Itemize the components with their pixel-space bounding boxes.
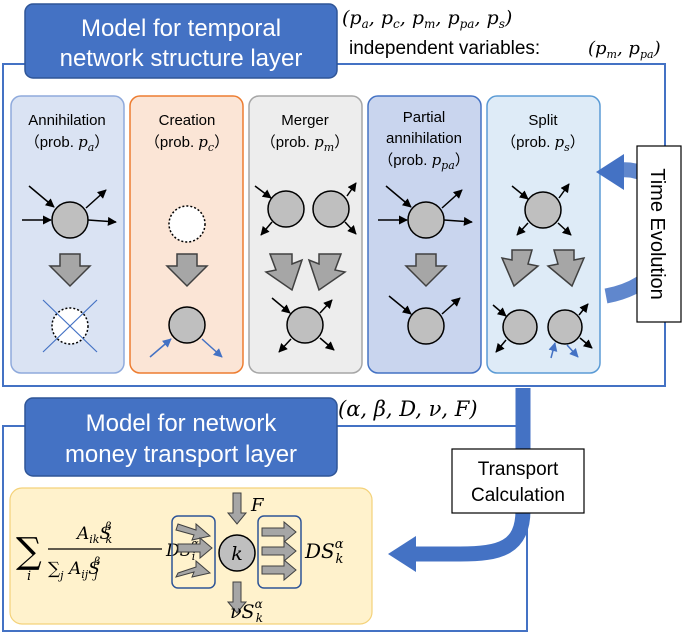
panel-merger: Merger （prob. pm） xyxy=(248,95,363,374)
panel-annihilation-title: Annihilation xyxy=(28,112,106,129)
panel-partial-title-line2: annihilation xyxy=(386,130,462,147)
time-evolution-box: Time Evolution xyxy=(636,145,682,323)
panel-partial-title-line1: Partial xyxy=(403,109,446,126)
inflow-f-label: F xyxy=(250,495,265,516)
independent-variables: (pm, ppa) xyxy=(588,38,661,61)
merge-arrow-left-icon xyxy=(264,253,304,292)
split-arrow-right-icon xyxy=(546,249,586,288)
down-arrow-icon xyxy=(165,253,209,288)
panel-split-title: Split xyxy=(528,112,558,129)
panel-annihilation: Annihilation （prob. pa） xyxy=(10,95,125,374)
dashed-node-icon xyxy=(168,205,206,243)
structure-title-line1: Model for temporal xyxy=(81,15,281,42)
node-icon xyxy=(547,309,583,345)
transport-params: (α, β, D, ν, F) xyxy=(338,397,478,421)
time-evolution-label: Time Evolution xyxy=(646,168,668,300)
split-arrow-left-icon xyxy=(500,249,540,288)
transport-arrow-head xyxy=(388,536,416,572)
structure-title-line2: network structure layer xyxy=(60,45,303,72)
panel-creation-title: Creation xyxy=(159,112,216,129)
outflow-arrows-box xyxy=(257,515,302,589)
down-arrow-icon xyxy=(48,253,92,288)
panel-split: Split （prob. ps） xyxy=(486,95,601,374)
transport-layer-title-box: Model for network money transport layer xyxy=(24,397,338,477)
panel-merger-title: Merger xyxy=(281,112,329,129)
transport-calc-line2: Calculation xyxy=(471,485,565,506)
time-evolution-arrow-head xyxy=(596,154,624,190)
node-k xyxy=(218,534,256,572)
transport-arrow xyxy=(412,388,531,562)
panel-creation-prob: （prob. pc） xyxy=(145,133,229,154)
node-icon xyxy=(524,191,562,229)
sum-index: i xyxy=(27,569,31,584)
structure-params: (pa, pc, pm, ppa, ps) xyxy=(342,7,512,31)
sum-symbol: ∑ xyxy=(16,531,42,572)
node-icon xyxy=(407,307,445,345)
node-icon xyxy=(286,306,324,344)
panel-partial-annihilation: Partial annihilation （prob. ppa） xyxy=(367,95,482,374)
transport-title-line1: Model for network xyxy=(86,410,278,437)
node-icon xyxy=(51,201,89,239)
independent-variables-label: independent variables: xyxy=(349,38,540,59)
merge-arrow-right-icon xyxy=(307,253,347,292)
panel-partial-prob: （prob. ppa） xyxy=(378,151,470,172)
transport-calculation-box: Transport Calculation xyxy=(451,448,585,514)
down-arrow-icon xyxy=(404,253,448,288)
node-icon xyxy=(168,306,206,344)
node-icon xyxy=(312,190,350,228)
panel-split-prob: （prob. ps） xyxy=(501,133,585,154)
structure-layer-title-box: Model for temporal network structure lay… xyxy=(24,3,338,79)
node-k-label: k xyxy=(231,543,243,565)
transport-title-line2: money transport layer xyxy=(65,441,297,468)
inflow-arrows-box xyxy=(171,515,216,589)
panel-merger-prob: （prob. pm） xyxy=(261,133,349,154)
inflow-f-arrow xyxy=(226,492,248,525)
node-icon xyxy=(502,309,538,345)
decay-arrow xyxy=(226,581,248,614)
node-icon xyxy=(407,201,445,239)
node-icon xyxy=(267,190,305,228)
transport-calc-line1: Transport xyxy=(478,459,559,480)
panel-annihilation-prob: （prob. pa） xyxy=(25,133,110,154)
panel-creation: Creation （prob. pc） xyxy=(129,95,244,374)
